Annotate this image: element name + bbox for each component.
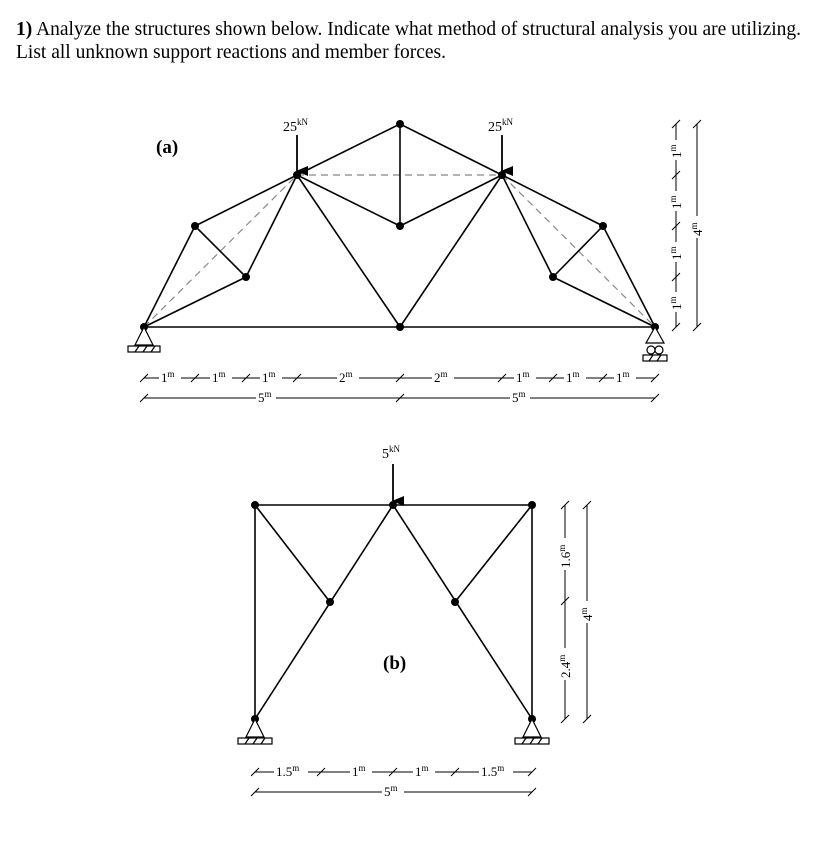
dimension-labels-a-bottom: 5m 5m [256,388,530,405]
svg-text:5kN: 5kN [382,444,401,462]
pin-support-right-icon [514,717,550,745]
truss-b-members [254,504,533,720]
pin-support-icon [127,325,161,353]
svg-text:1m: 1m [161,369,175,385]
dimension-label-a-vertical-total: 4m [689,222,705,236]
figure-a-label: (a) [156,137,178,158]
dimension-labels-a-top: 1m 1m 1m 2m 2m 1m 1m 1m [159,368,636,385]
load-arrow-a-right: 25kN [488,117,514,176]
svg-text:2.4m: 2.4m [557,655,573,678]
svg-text:5m: 5m [512,389,526,405]
svg-text:1m: 1m [352,763,366,779]
svg-text:25kN: 25kN [488,117,514,135]
dimension-labels-b-vertical: 1.6m 2.4m [557,538,573,680]
truss-b-nodes [251,501,536,723]
question-number: 1) [16,19,33,40]
svg-text:1.5m: 1.5m [481,763,504,779]
svg-text:5m: 5m [258,389,272,405]
svg-text:1m: 1m [616,369,630,385]
truss-a-members [143,123,656,328]
dimension-line-a-total [139,393,660,403]
svg-text:1m: 1m [212,369,226,385]
svg-text:2m: 2m [434,369,448,385]
svg-text:1m: 1m [668,195,684,209]
svg-text:1m: 1m [566,369,580,385]
load-arrow-a-left: 25kN [283,117,309,176]
dimension-labels-b-top: 1.5m 1m 1m 1.5m [274,762,513,779]
svg-text:1.5m: 1.5m [276,763,299,779]
svg-text:1m: 1m [668,246,684,260]
svg-text:2m: 2m [339,369,353,385]
svg-text:1m: 1m [668,296,684,310]
question-line-2: List all unknown support reactions and m… [16,42,446,63]
question-line-1: Analyze the structures shown below. Indi… [36,19,802,40]
truss-a: (a) [127,117,705,405]
dimension-line-b-vertical-segments [560,500,570,724]
svg-text:1m: 1m [668,144,684,158]
svg-text:1.6m: 1.6m [557,545,573,568]
roller-support-icon [642,325,668,362]
svg-text:1m: 1m [415,763,429,779]
pin-support-left-icon [237,717,273,745]
load-arrow-b: 5kN [382,444,404,506]
dimension-label-b-vertical-total: 4m [579,607,595,621]
dimension-label-b-total: 5m [384,783,398,799]
svg-text:1m: 1m [516,369,530,385]
truss-b: (b) 5kN [237,444,595,799]
figure-b-label: (b) [383,653,406,674]
svg-text:25kN: 25kN [283,117,309,135]
svg-text:1m: 1m [262,369,276,385]
dimension-labels-a-vertical: 1m 1m 1m 1m [668,140,684,312]
question-text: 1) Analyze the structures shown below. I… [16,18,821,64]
